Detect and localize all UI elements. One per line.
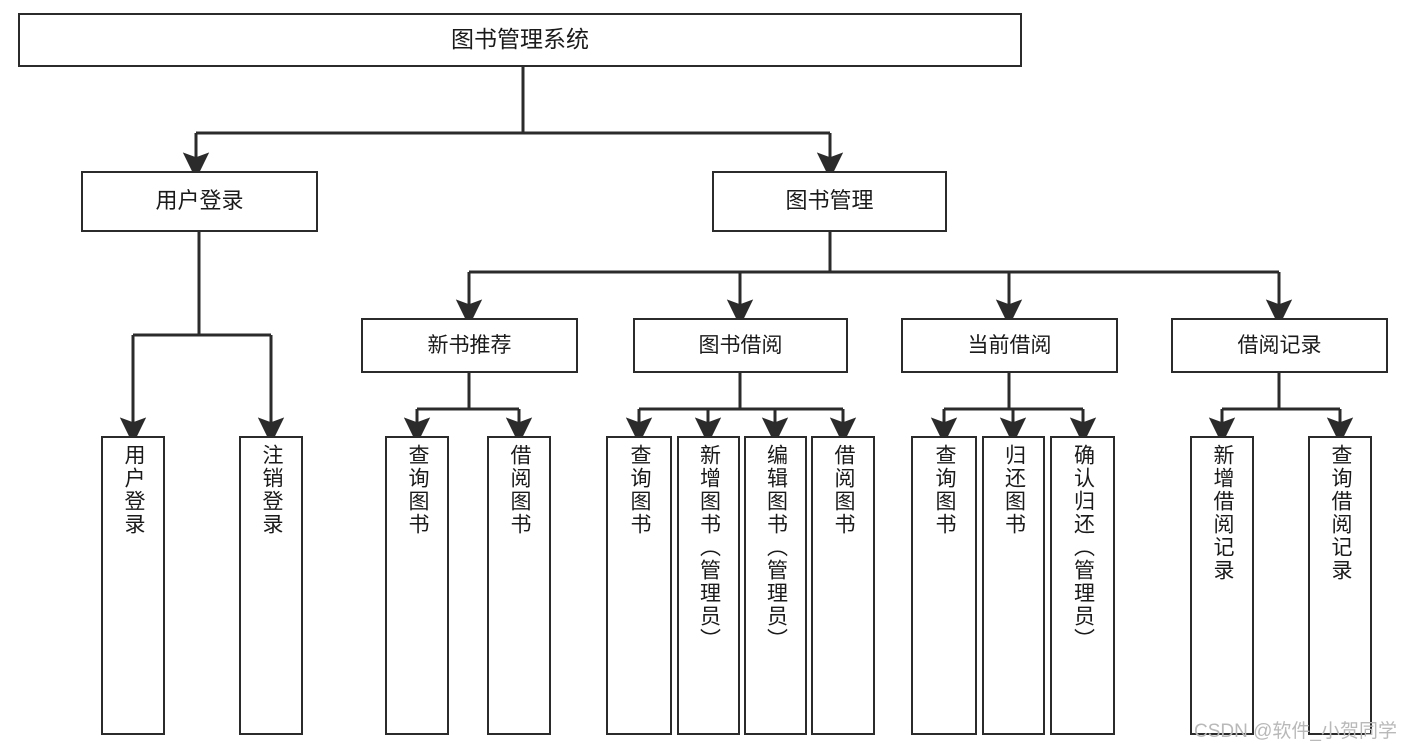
node-leaf-query-book-2-label: 查询图书 [628, 444, 652, 536]
node-root-book-management-system[interactable]: 图书管理系统 [18, 13, 1022, 67]
node-borrow-record[interactable]: 借阅记录 [1171, 318, 1388, 373]
node-book-management[interactable]: 图书管理 [712, 171, 947, 232]
node-leaf-query-book-1-label: 查询图书 [406, 444, 430, 536]
node-leaf-user-logout-label: 注销登录 [260, 444, 284, 536]
node-root-label: 图书管理系统 [451, 26, 589, 53]
node-leaf-borrow-book-2[interactable]: 借阅图书 [811, 436, 875, 735]
node-book-management-label: 图书管理 [785, 188, 874, 214]
node-leaf-user-login[interactable]: 用户登录 [101, 436, 165, 735]
node-leaf-confirm-return-label: 确认归还（管理员） [1071, 444, 1095, 651]
node-leaf-return-book[interactable]: 归还图书 [982, 436, 1045, 735]
node-user-login[interactable]: 用户登录 [81, 171, 318, 232]
node-book-borrow[interactable]: 图书借阅 [633, 318, 848, 373]
node-leaf-borrow-book-2-label: 借阅图书 [832, 444, 856, 536]
node-leaf-user-login-label: 用户登录 [122, 444, 146, 536]
node-leaf-edit-book-label: 编辑图书（管理员） [764, 444, 788, 651]
node-leaf-query-book-1[interactable]: 查询图书 [385, 436, 449, 735]
node-leaf-edit-book[interactable]: 编辑图书（管理员） [744, 436, 807, 735]
node-leaf-query-book-2[interactable]: 查询图书 [606, 436, 672, 735]
node-leaf-add-record[interactable]: 新增借阅记录 [1190, 436, 1254, 735]
node-leaf-query-book-3-label: 查询图书 [933, 444, 957, 536]
node-leaf-query-book-3[interactable]: 查询图书 [911, 436, 977, 735]
node-user-login-label: 用户登录 [155, 188, 244, 214]
node-leaf-add-record-label: 新增借阅记录 [1211, 444, 1235, 582]
node-leaf-return-book-label: 归还图书 [1002, 444, 1026, 536]
node-new-book-recommend-label: 新书推荐 [427, 333, 512, 357]
node-leaf-user-logout[interactable]: 注销登录 [239, 436, 303, 735]
node-borrow-record-label: 借阅记录 [1237, 333, 1322, 357]
node-leaf-add-book[interactable]: 新增图书（管理员） [677, 436, 740, 735]
node-current-borrow[interactable]: 当前借阅 [901, 318, 1118, 373]
node-current-borrow-label: 当前借阅 [967, 333, 1052, 357]
node-leaf-query-record-label: 查询借阅记录 [1329, 444, 1353, 582]
node-leaf-borrow-book-1-label: 借阅图书 [508, 444, 532, 536]
node-leaf-query-record[interactable]: 查询借阅记录 [1308, 436, 1372, 735]
node-leaf-confirm-return[interactable]: 确认归还（管理员） [1050, 436, 1115, 735]
node-leaf-borrow-book-1[interactable]: 借阅图书 [487, 436, 551, 735]
node-book-borrow-label: 图书借阅 [698, 333, 783, 357]
node-new-book-recommend[interactable]: 新书推荐 [361, 318, 578, 373]
node-leaf-add-book-label: 新增图书（管理员） [697, 444, 721, 651]
